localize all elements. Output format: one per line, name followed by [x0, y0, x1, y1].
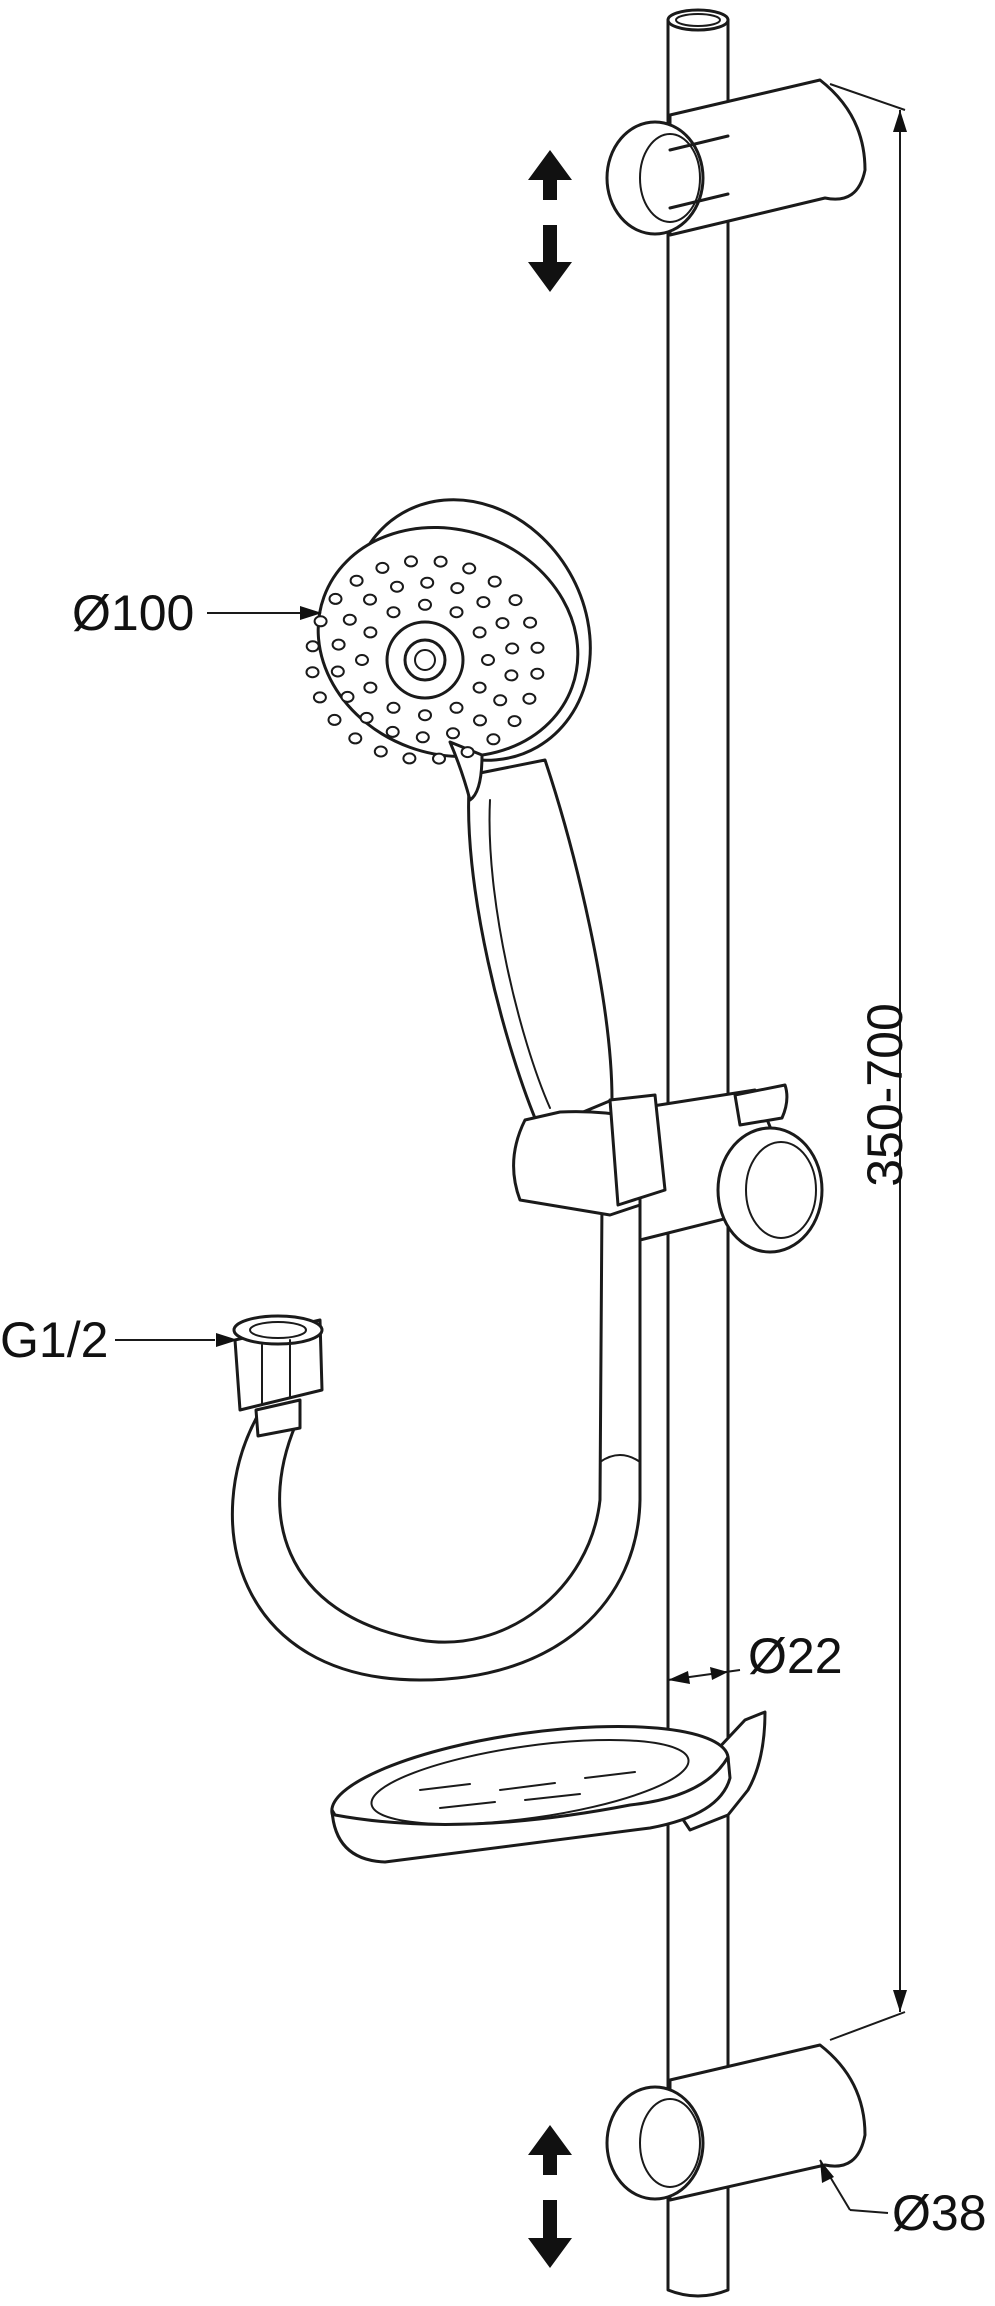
nozzle: [373, 745, 388, 758]
nozzle: [523, 616, 538, 629]
nozzle: [530, 641, 545, 654]
nozzle: [313, 615, 328, 628]
nozzle: [449, 606, 464, 619]
nozzle: [418, 598, 432, 611]
shower-hose: [230, 1198, 642, 1682]
nozzle: [415, 731, 430, 744]
nozzle: [446, 727, 460, 740]
nozzle: [402, 752, 417, 765]
connection-leader: [115, 1333, 238, 1347]
top-wall-bracket: [605, 78, 867, 237]
nozzle: [462, 562, 477, 575]
nozzle: [420, 576, 435, 589]
nozzle: [385, 725, 400, 738]
nozzle: [418, 709, 432, 722]
nozzle: [522, 692, 537, 705]
nozzle: [355, 654, 369, 666]
nozzle: [450, 582, 465, 595]
nozzle: [493, 694, 508, 707]
shower-head: [305, 498, 592, 802]
nozzle: [508, 594, 523, 607]
nozzle: [349, 574, 364, 587]
nozzle: [481, 654, 495, 666]
bracket-diameter-leader: [819, 2159, 889, 2214]
nozzle: [342, 613, 357, 626]
nozzle: [495, 617, 510, 630]
spray-nozzles: [305, 555, 545, 765]
top-adjust-arrow-icon: [528, 150, 572, 292]
nozzle: [472, 681, 487, 694]
nozzle: [312, 691, 327, 704]
nozzle: [328, 592, 343, 605]
bottom-wall-bracket: [605, 2043, 867, 2202]
nozzle: [340, 690, 355, 703]
rail-diameter-label: Ø22: [748, 1628, 843, 1684]
nozzle: [363, 593, 377, 606]
nozzle: [375, 561, 390, 574]
soap-dish: [330, 1710, 767, 1864]
bottom-adjust-arrow-icon: [528, 2125, 572, 2268]
nozzle: [504, 669, 519, 682]
nozzle: [348, 732, 363, 745]
nozzle: [404, 555, 418, 568]
nozzle: [305, 640, 320, 653]
nozzle: [486, 733, 501, 746]
nozzle: [359, 711, 374, 724]
nozzle: [473, 714, 487, 727]
nozzle: [386, 701, 401, 714]
nozzle: [505, 642, 520, 655]
nozzle: [390, 580, 404, 593]
nozzle: [327, 713, 342, 726]
head-diameter-leader: [207, 606, 322, 620]
nozzle: [386, 606, 401, 619]
nozzle: [487, 575, 502, 588]
nozzle: [330, 665, 345, 678]
nozzle: [305, 666, 320, 679]
nozzle: [363, 681, 378, 694]
handset-slider: [512, 1083, 824, 1254]
nozzle: [449, 701, 464, 714]
nozzle: [472, 626, 487, 639]
rail-diameter-leader: [667, 1667, 741, 1684]
bracket-diameter-label: Ø38: [892, 2185, 987, 2241]
head-diameter-label: Ø100: [72, 585, 194, 641]
nozzle: [476, 596, 491, 609]
connection-label: G1/2: [0, 1312, 108, 1368]
nozzle: [432, 752, 446, 765]
nozzle: [460, 746, 475, 759]
nozzle: [507, 715, 522, 728]
nozzle: [433, 555, 448, 568]
shower-handle: [467, 758, 614, 1132]
height-dimension: [829, 83, 907, 2041]
rail-height-label: 350-700: [857, 1003, 913, 1187]
nozzle: [530, 667, 545, 680]
hose-nut: [232, 1314, 324, 1438]
nozzle: [363, 626, 378, 639]
nozzle: [331, 638, 346, 651]
